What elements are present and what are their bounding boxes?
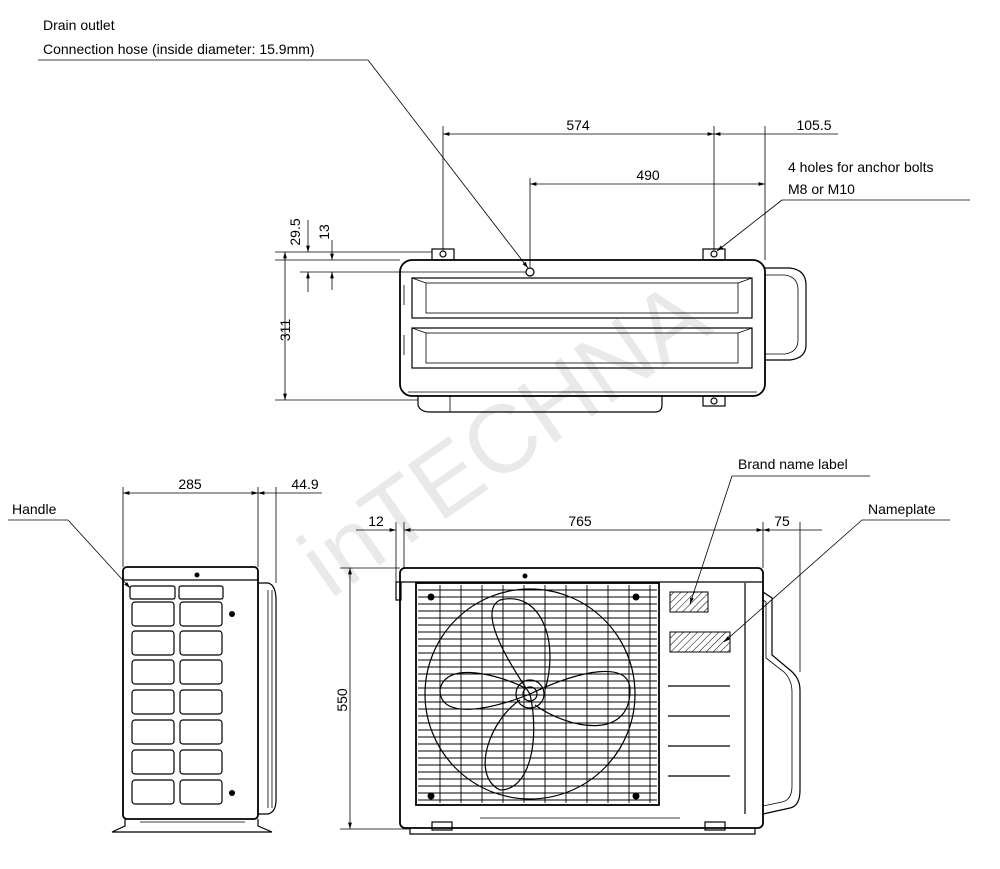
anchor-holes-label: 4 holes for anchor bolts — [788, 159, 934, 175]
drain-outlet-label: Drain outlet — [43, 17, 115, 33]
anchor-size-label: M8 or M10 — [788, 181, 855, 197]
side-view — [111, 566, 277, 833]
dim-44-9: 44.9 — [291, 476, 318, 492]
drain-outlet-icon — [525, 267, 535, 277]
nameplate-area — [669, 631, 731, 653]
watermark-text: inTECHNA — [281, 260, 727, 617]
front-view — [395, 567, 801, 835]
dim-12: 12 — [368, 513, 384, 529]
fan-icon — [424, 588, 636, 800]
nameplate-text: Nameplate — [868, 501, 936, 517]
handle-label: Handle — [12, 501, 57, 517]
dim-285: 285 — [178, 476, 202, 492]
front-view-dimensions: 12 765 75 550 Brand name label Nameplate — [334, 456, 950, 830]
brand-label-area — [669, 591, 709, 613]
dim-311: 311 — [277, 319, 293, 342]
handle-slot — [178, 585, 224, 600]
anchor-foot-icon — [702, 395, 726, 407]
dim-13: 13 — [316, 224, 332, 240]
dim-490: 490 — [636, 167, 660, 183]
connection-hose-label: Connection hose (inside diameter: 15.9mm… — [43, 41, 315, 57]
brand-label-text: Brand name label — [738, 456, 848, 472]
dim-550: 550 — [334, 688, 350, 712]
anchor-foot-icon — [702, 248, 726, 261]
dim-105-5: 105.5 — [796, 117, 831, 133]
side-grille — [131, 601, 223, 805]
top-view — [399, 248, 807, 413]
dim-765: 765 — [568, 513, 592, 529]
dim-574: 574 — [566, 117, 590, 133]
side-view-dimensions: 285 44.9 Handle — [8, 476, 322, 589]
handle-slot — [129, 585, 176, 600]
dim-29-5: 29.5 — [287, 218, 303, 245]
top-view-dimensions: 574 105.5 490 311 29.5 13 — [275, 117, 838, 401]
top-annotations: Drain outlet Connection hose (inside dia… — [38, 17, 970, 269]
dim-75: 75 — [774, 513, 790, 529]
anchor-foot-icon — [431, 248, 455, 261]
